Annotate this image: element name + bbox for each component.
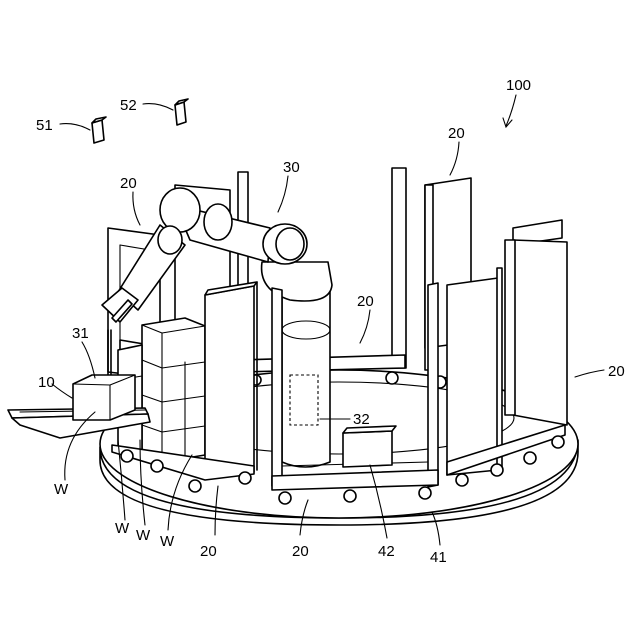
- label-rack-front-left: 20: [200, 543, 217, 560]
- rack-right-far: [505, 220, 567, 425]
- label-turntable: 41: [430, 549, 447, 566]
- camera-52: [175, 99, 188, 125]
- camera-51: [92, 117, 106, 143]
- label-workpiece-3: W: [136, 527, 151, 544]
- label-conveyor: 10: [38, 374, 55, 391]
- label-rack-back-left: 20: [120, 175, 137, 192]
- label-rack-back-center: 20: [357, 293, 374, 310]
- label-system: 100: [506, 77, 531, 94]
- label-workpiece-2: W: [115, 520, 130, 537]
- label-camera-52: 52: [120, 97, 137, 114]
- label-rack-front-center: 20: [292, 543, 309, 560]
- label-box: 42: [378, 543, 395, 560]
- label-camera-51: 51: [36, 117, 53, 134]
- label-rack-back-right: 20: [448, 125, 465, 142]
- label-rack-right: 20: [608, 363, 625, 380]
- label-workpiece-4: W: [160, 533, 175, 550]
- label-hand: 31: [72, 325, 89, 342]
- label-camera-32: 32: [353, 411, 370, 428]
- label-robot: 30: [283, 159, 300, 176]
- label-workpiece-1: W: [54, 481, 69, 498]
